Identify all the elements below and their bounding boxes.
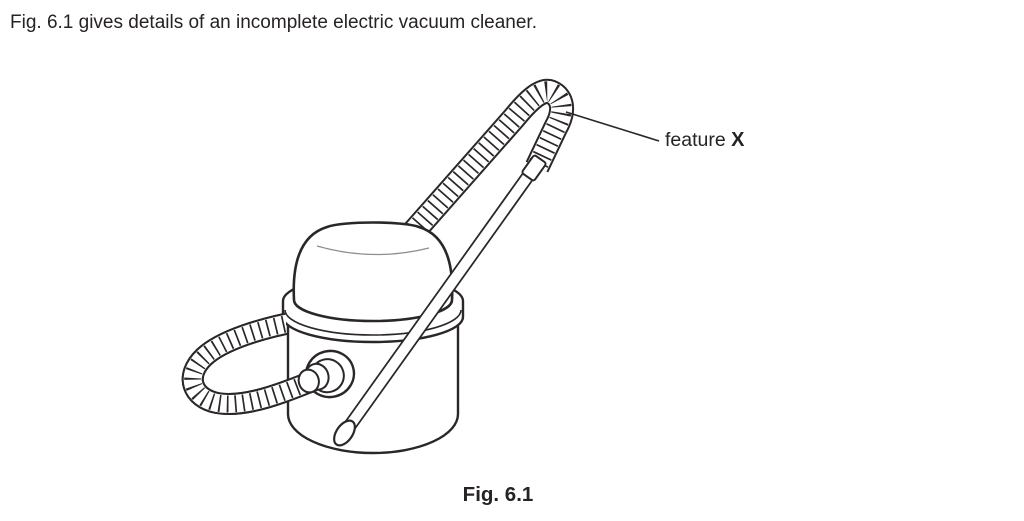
feature-x-leader-line <box>565 111 660 142</box>
figure-caption: Fig. 6.1 <box>462 483 534 506</box>
lid-ridge-line <box>284 309 462 336</box>
suction-wand <box>333 154 547 447</box>
intro-sentence: Fig. 6.1 gives details of an incomplete … <box>10 12 537 33</box>
wand-tip-opening <box>333 419 356 447</box>
wand-hose-connector <box>521 154 547 182</box>
feature-x-label: feature X <box>665 129 744 152</box>
dome-highlight-line <box>316 245 430 256</box>
feature-label-x: X <box>731 129 745 151</box>
feature-label-text: feature <box>665 129 732 151</box>
hose-cuff-rings <box>297 362 330 394</box>
canister-dome <box>292 221 454 323</box>
